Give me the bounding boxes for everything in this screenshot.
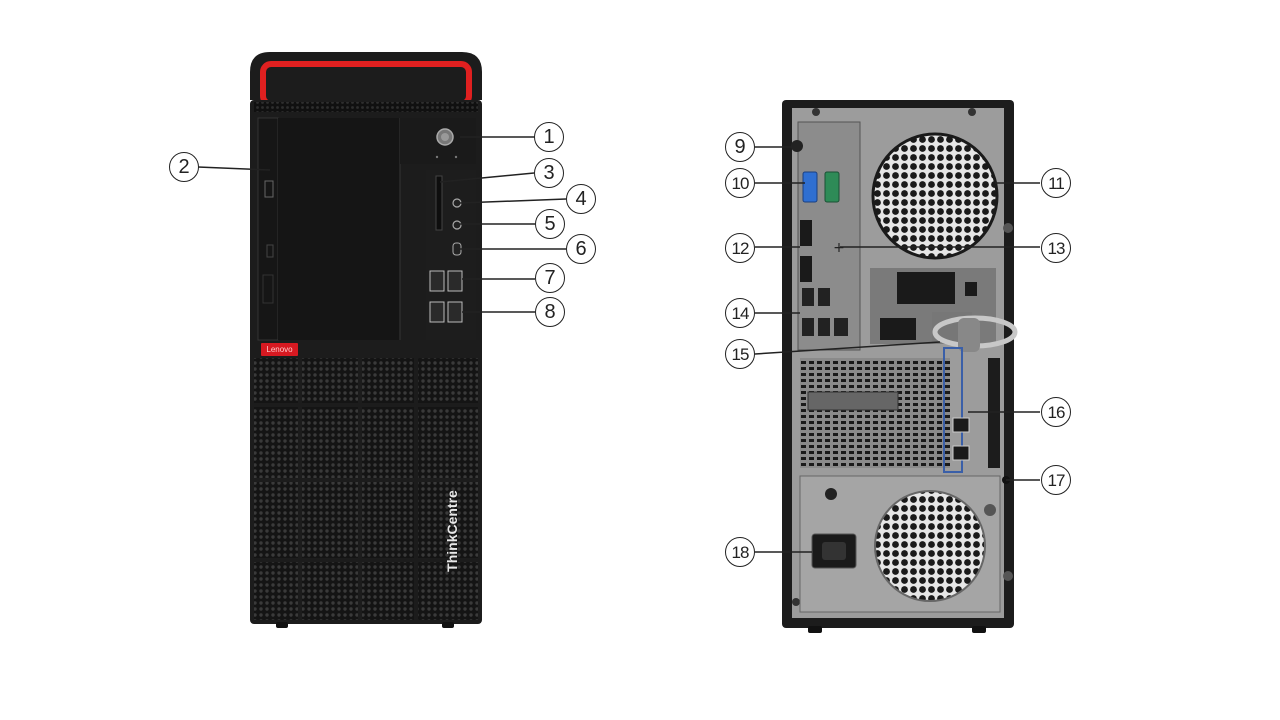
front-mesh-grille bbox=[254, 358, 478, 620]
vga-port bbox=[802, 171, 818, 203]
callout-8: 8 bbox=[535, 297, 565, 327]
front-door bbox=[278, 118, 400, 340]
rear-fan-grille bbox=[871, 132, 999, 260]
displayport-2 bbox=[800, 256, 812, 282]
callout-13: 13 bbox=[1041, 233, 1071, 263]
psu-fan-grille bbox=[874, 490, 986, 602]
front-usb-ports-upper bbox=[429, 270, 463, 292]
lenovo-badge bbox=[261, 343, 298, 356]
front-usb-ports-lower bbox=[429, 301, 463, 323]
displayport-1 bbox=[800, 220, 812, 246]
callout-1: 1 bbox=[534, 122, 564, 152]
callout-3: 3 bbox=[534, 158, 564, 188]
callout-2: 2 bbox=[169, 152, 199, 182]
callout-18: 18 bbox=[725, 537, 755, 567]
callout-7: 7 bbox=[535, 263, 565, 293]
rear-audio-jack bbox=[791, 140, 803, 152]
callout-16: 16 bbox=[1041, 397, 1071, 427]
serial-port bbox=[824, 171, 840, 203]
rear-usb-ports bbox=[802, 288, 830, 336]
expansion-slots bbox=[800, 358, 950, 468]
carry-handle bbox=[250, 52, 482, 100]
callout-12: 12 bbox=[725, 233, 755, 263]
panel-plus: + bbox=[833, 240, 845, 256]
optical-drive bbox=[257, 117, 279, 341]
callout-4: 4 bbox=[566, 184, 596, 214]
card-reader-slot bbox=[435, 175, 443, 231]
callout-5: 5 bbox=[535, 209, 565, 239]
audio-jack-mic bbox=[452, 220, 462, 230]
callout-15: 15 bbox=[725, 339, 755, 369]
audio-jack-headset bbox=[452, 198, 462, 208]
callout-10: 10 bbox=[725, 168, 755, 198]
callout-17: 17 bbox=[1041, 465, 1071, 495]
callout-14: 14 bbox=[725, 298, 755, 328]
callout-9: 9 bbox=[725, 132, 755, 162]
thinkcentre-logo: ThinkCentre bbox=[444, 490, 460, 572]
callout-6: 6 bbox=[566, 234, 596, 264]
lenovo-badge-text: Lenovo bbox=[266, 345, 293, 354]
usb-c-port bbox=[452, 242, 462, 256]
callout-11: 11 bbox=[1041, 168, 1071, 198]
ethernet-port bbox=[834, 318, 848, 336]
